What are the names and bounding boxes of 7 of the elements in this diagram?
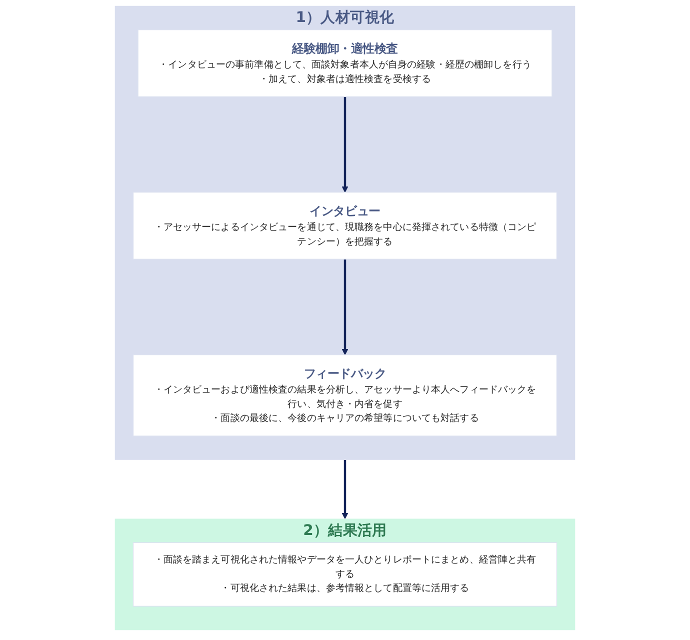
node-box: フィードバック ・インタビューおよび適性検査の結果を分析し、アセッサーより本人へフィードバックを行い、気付き・内省を促す ・面談の最後に、今後のキャリアの希望等についても対話する xyxy=(132,354,558,436)
arrow xyxy=(342,259,348,356)
node-box: ・面談を踏まえ可視化された情報やデータを一人ひとりレポートにまとめ、経営陣と共有する ・可視化された結果は、参考情報として配置等に活用する xyxy=(132,542,558,607)
node-box: インタビュー ・アセッサーによるインタビューを通じて、現職務を中心に発揮されている特徴（コンピテンシー）を把握する xyxy=(132,192,558,260)
node-box: 経験棚卸・適性検査 ・インタビューの事前準備として、面談対象者本人が自身の経験・経歴の棚卸しを行う ・加えて、対象者は適性検査を受検する xyxy=(138,29,552,98)
arrow xyxy=(342,460,348,520)
arrow xyxy=(342,96,348,193)
